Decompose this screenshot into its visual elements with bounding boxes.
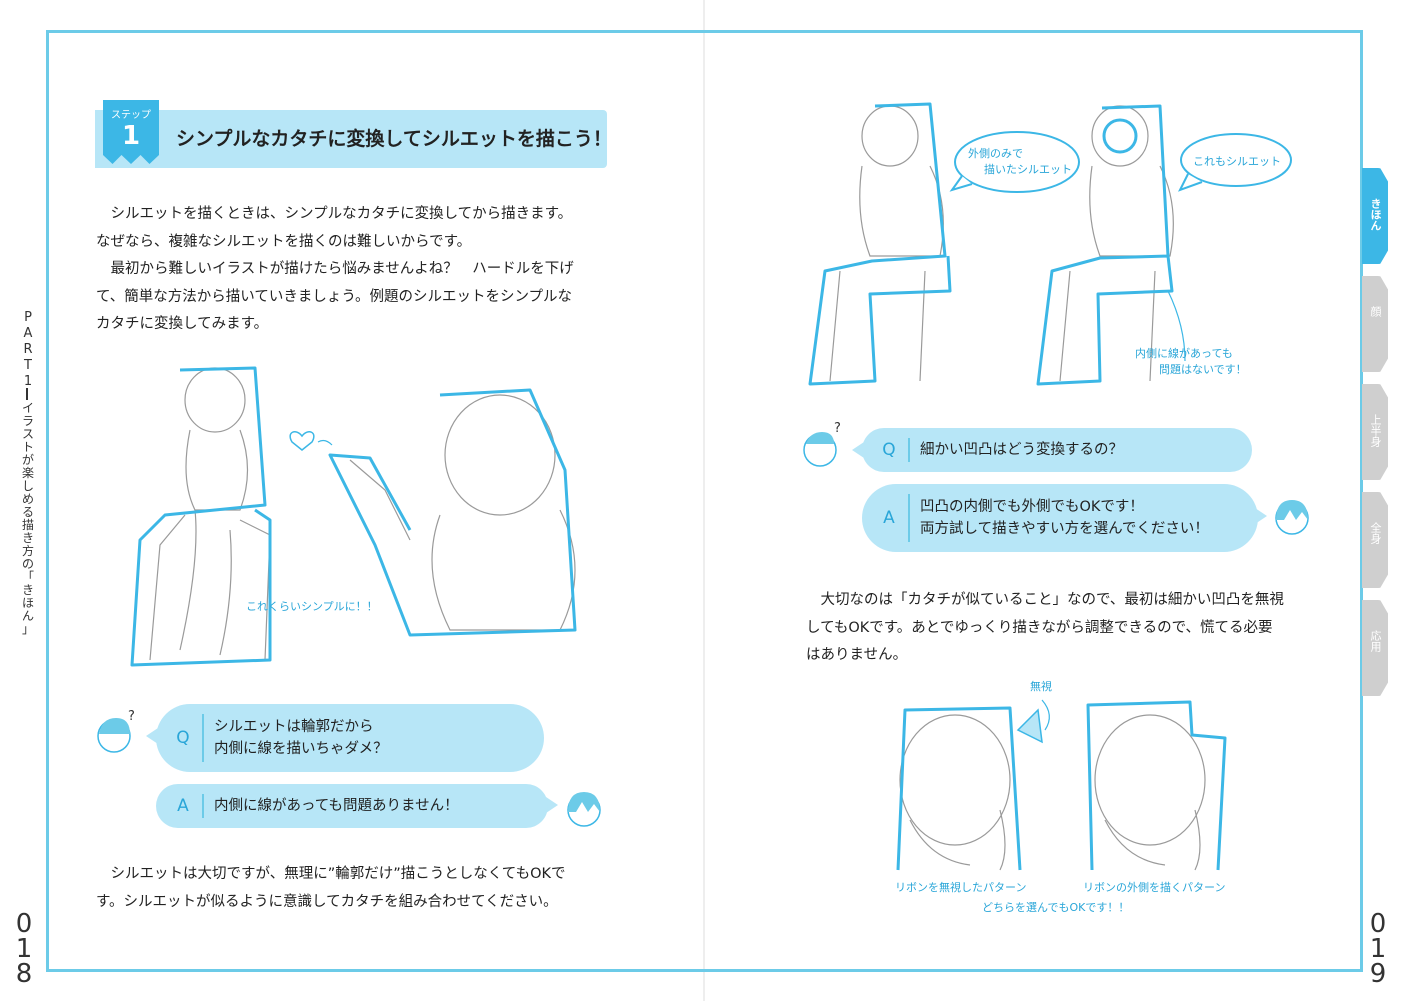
answer-line: 内側に線があっても問題ありません！ xyxy=(214,798,459,814)
speech-bubble-right xyxy=(1177,133,1292,192)
qa-separator xyxy=(908,438,910,462)
question-bubble-tail xyxy=(852,442,864,458)
simplify-note: これくらいシンプルに！！ xyxy=(246,600,378,613)
paragraph-line: してもOKです。あとでゆっくり描きながら調整できるので、慌てる必要 xyxy=(806,619,1273,636)
paragraph-line: シルエットを描くときは、シンプルなカタチに変換してから描きます。 xyxy=(110,206,573,222)
tab-advanced[interactable]: 応用 xyxy=(1362,600,1388,696)
question-line: シルエットは輪郭だから xyxy=(214,719,374,735)
caption-outside-ribbon: リボンの外側を描くパターン xyxy=(1083,881,1226,894)
part-divider xyxy=(26,388,28,400)
caption-ignore-ribbon: リボンを無視したパターン xyxy=(895,881,1027,894)
answer-bubble-tail xyxy=(1255,508,1267,524)
q-letter: Q xyxy=(176,728,190,748)
answer-text: 凹凸の内側でも外側でもOKです！ 両方試して描きやすい方を選んでください！ xyxy=(920,484,1209,552)
paragraph-line: カタチに変換してみます。 xyxy=(96,316,269,332)
step-heading-bar xyxy=(95,110,607,168)
qa-separator xyxy=(202,714,204,762)
step-label: ステップ xyxy=(111,110,151,121)
paragraph-line: て、簡単な方法から描いていきましょう。例題のシルエットをシンプルな xyxy=(96,288,573,305)
confused-character-avatar: ? xyxy=(97,709,135,753)
paragraph-line: 大切なのは「カタチが似ていること」なので、最初は細かい凹凸を無視 xyxy=(820,592,1284,608)
boy-character-avatar: ? xyxy=(803,421,841,467)
question-bubble-left: Q シルエットは輪郭だから 内側に線を描いちゃダメ？ xyxy=(156,704,544,772)
qa-separator xyxy=(202,794,204,818)
silhouette-illustration-right xyxy=(808,102,1186,386)
answer-bubble-left: A 内側に線があっても問題ありません！ xyxy=(156,784,548,828)
paragraph-line: シルエットは大切ですが、無理に”輪郭だけ”描こうとしなくてもOKで xyxy=(110,866,566,882)
paragraph-line: す。シルエットが似るように意識してカタチを組み合わせてください。 xyxy=(96,893,558,910)
paragraph-line: はありません。 xyxy=(806,647,908,663)
question-line: 内側に線を描いちゃダメ？ xyxy=(214,741,388,757)
speech-bubble-left-text: 外側のみで 描いたシルエット xyxy=(968,147,1072,176)
ribbon-comparison-illustration xyxy=(896,699,1227,871)
paragraph-line: なぜなら、複雑なシルエットを描くのは難しいからです。 xyxy=(96,233,472,250)
right-page-frame xyxy=(704,30,1363,972)
part-subtitle: イラストが楽しめる描き方の「きほん」 xyxy=(21,401,34,636)
silhouette-illustration-left xyxy=(130,366,577,667)
answer-line: 両方試して描きやすい方を選んでください！ xyxy=(920,521,1209,537)
caption-either-ok: どちらを選んでもOKです！！ xyxy=(982,901,1130,914)
tab-basics[interactable]: きほん xyxy=(1362,168,1388,264)
body-text: 大切なのは「カタチが似ていること」なので、最初は細かい凹凸を無視 してもOKです… xyxy=(806,587,1326,670)
intro-text: シルエットを描くときは、シンプルなカタチに変換してから描きます。 なぜなら、複雑… xyxy=(96,201,616,339)
question-bubble-right: Q 細かい凹凸はどう変換するの？ xyxy=(862,428,1252,472)
speech-bubble-right-text: これもシルエット xyxy=(1193,155,1281,168)
question-bubble-tail xyxy=(146,728,158,744)
svg-text:?: ? xyxy=(128,709,135,724)
answer-text: 内側に線があっても問題ありません！ xyxy=(214,784,459,828)
left-page-frame xyxy=(46,30,705,972)
answering-character-avatar xyxy=(1275,500,1309,535)
question-line: 細かい凹凸はどう変換するの？ xyxy=(920,442,1123,458)
svg-text:?: ? xyxy=(834,421,841,436)
tab-full-body[interactable]: 全身 xyxy=(1362,492,1388,588)
ignore-label: 無視 xyxy=(1030,680,1052,693)
tab-face[interactable]: 顔 xyxy=(1362,276,1388,372)
speech-bubble-left xyxy=(949,131,1080,193)
paragraph-line: 最初から難しいイラストが描けたら悩みませんよね？ ハードルを下げ xyxy=(110,261,574,277)
book-spine xyxy=(703,0,705,1001)
qa-separator xyxy=(908,494,910,542)
answer-bubble-tail xyxy=(546,797,558,813)
step-badge: ステップ 1 xyxy=(103,100,159,164)
question-text: シルエットは輪郭だから 内側に線を描いちゃダメ？ xyxy=(214,704,388,772)
answering-character-avatar xyxy=(567,792,601,827)
question-text: 細かい凹凸はどう変換するの？ xyxy=(920,428,1123,472)
inner-line-note: 内側に線があっても 問題はないです！ xyxy=(1135,347,1247,376)
a-letter: A xyxy=(177,796,189,816)
answer-bubble-right: A 凹凸の内側でも外側でもOKです！ 両方試して描きやすい方を選んでください！ xyxy=(862,484,1258,552)
answer-line: 凹凸の内側でも外側でもOKです！ xyxy=(920,499,1144,515)
tab-upper-body[interactable]: 上半身 xyxy=(1362,384,1388,480)
closing-text: シルエットは大切ですが、無理に”輪郭だけ”描こうとしなくてもOKで す。シルエッ… xyxy=(96,861,616,916)
q-letter: Q xyxy=(882,440,896,460)
a-letter: A xyxy=(883,508,895,528)
step-number: 1 xyxy=(121,121,141,151)
step-title: シンプルなカタチに変換してシルエットを描こう！ xyxy=(176,128,612,150)
